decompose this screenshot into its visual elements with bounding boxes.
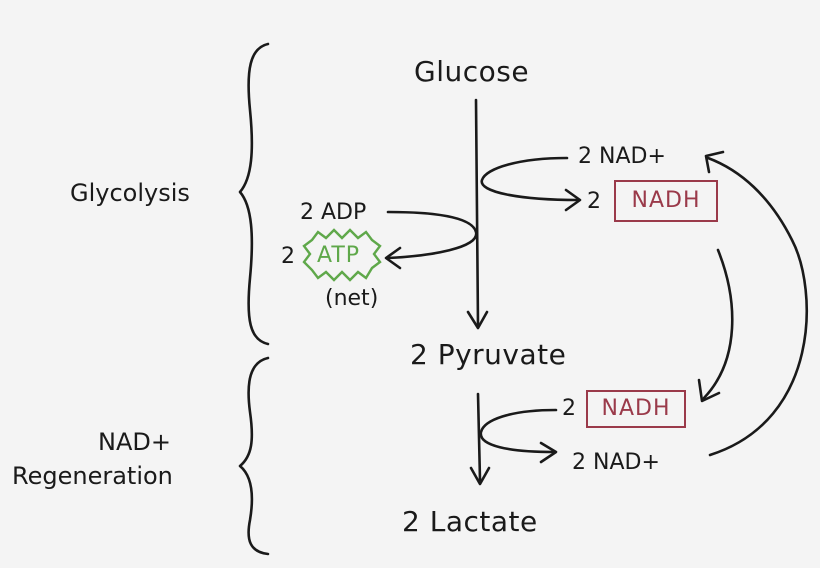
lactate-label: 2 Lactate bbox=[402, 505, 538, 538]
nad-to-nadh-top-head bbox=[564, 188, 582, 212]
pyruvate-to-lactate-head bbox=[469, 466, 491, 486]
regeneration-brace bbox=[238, 356, 270, 556]
nad-top-label: 2 NAD+ bbox=[578, 144, 666, 169]
nadh-top-box: NADH bbox=[614, 180, 718, 222]
atp-coefficient: 2 bbox=[281, 244, 295, 269]
adp-to-atp-arrow bbox=[386, 210, 478, 260]
nad-recycle-arrow bbox=[706, 156, 809, 457]
glucose-to-pyruvate-head bbox=[466, 310, 489, 330]
nad-regeneration-label-line1: NAD+ bbox=[98, 428, 171, 456]
nadh-transfer-head bbox=[697, 378, 721, 403]
adp-label: 2 ADP bbox=[300, 200, 367, 225]
glucose-label: Glucose bbox=[414, 55, 530, 88]
atp-burst bbox=[302, 228, 382, 282]
pyruvate-label: 2 Pyruvate bbox=[410, 338, 567, 371]
pyruvate-to-lactate-arrow bbox=[476, 392, 482, 482]
net-label: (net) bbox=[325, 286, 379, 311]
glucose-to-pyruvate-arrow bbox=[474, 98, 480, 327]
nadh-bottom-coefficient: 2 bbox=[562, 396, 576, 421]
nad-to-nadh-top-arrow bbox=[480, 156, 580, 202]
nad-recycle-head bbox=[704, 150, 725, 174]
glycolysis-label: Glycolysis bbox=[70, 179, 190, 207]
adp-to-atp-head bbox=[384, 246, 402, 270]
nad-bottom-label: 2 NAD+ bbox=[572, 450, 660, 475]
nad-regeneration-label-line2: Regeneration bbox=[12, 462, 173, 490]
nadh-to-nad-bottom-head bbox=[539, 441, 558, 464]
atp-label: ATP bbox=[317, 243, 361, 268]
nadh-top-coefficient: 2 bbox=[587, 189, 601, 214]
nadh-to-nad-bottom-arrow bbox=[479, 408, 558, 454]
glycolysis-brace bbox=[238, 42, 270, 346]
nadh-bottom-box: NADH bbox=[586, 390, 686, 428]
nadh-transfer-arrow bbox=[702, 248, 734, 400]
